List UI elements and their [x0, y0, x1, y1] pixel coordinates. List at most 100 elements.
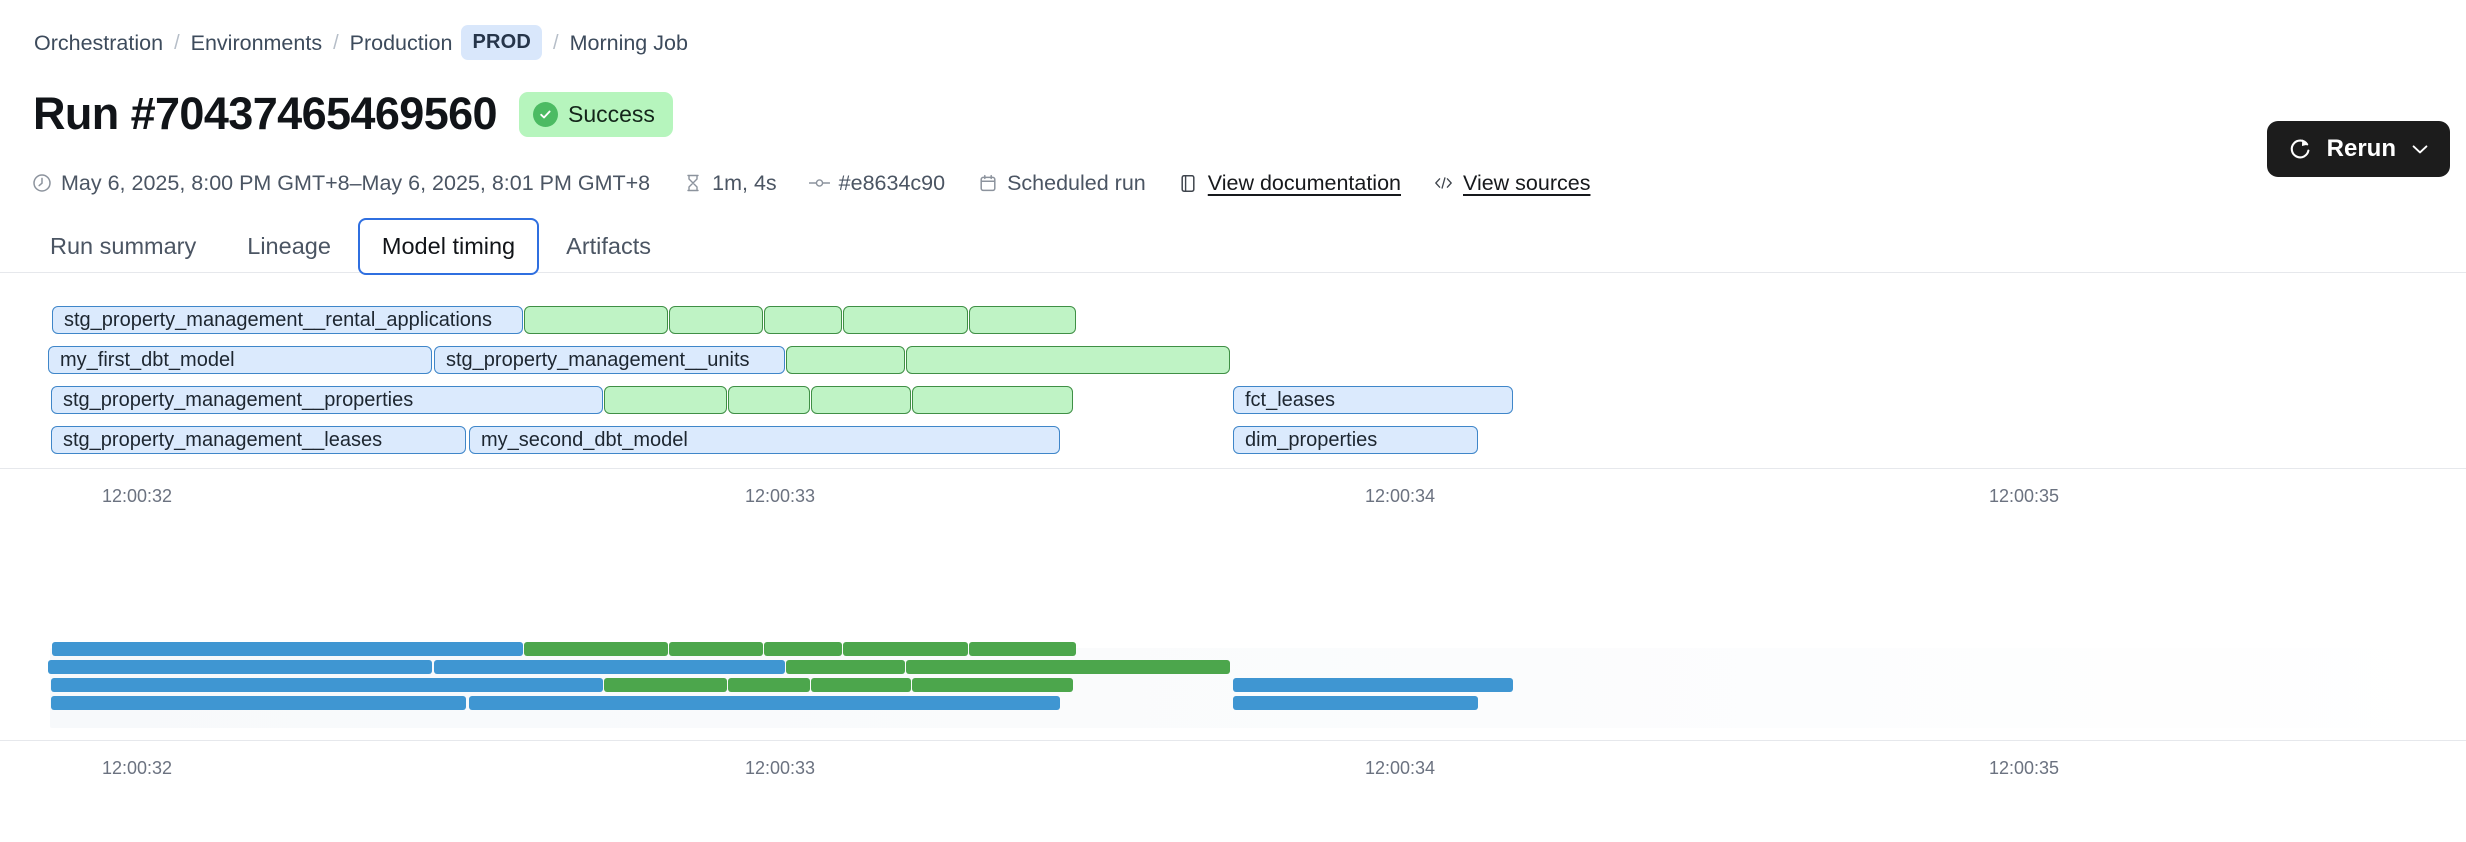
rerun-button-label: Rerun [2326, 135, 2396, 162]
axis-tick-label: 12:00:35 [1988, 758, 2060, 778]
view-documentation-link[interactable]: View documentation [1207, 171, 1401, 195]
axis-tick-label: 12:00:32 [101, 758, 173, 778]
overview-bar-test[interactable] [969, 642, 1076, 656]
axis-tick-label: 12:00:33 [744, 486, 816, 506]
gantt-bar-test[interactable] [811, 386, 911, 414]
status-badge: Success [518, 91, 673, 137]
overview-bar-model[interactable] [1233, 678, 1513, 692]
gantt-bar-label: stg_property_management__rental_applicat… [64, 309, 493, 331]
meta-commit: #e8634c90 [808, 170, 946, 196]
gantt-bar-label: my_first_dbt_model [60, 349, 235, 371]
gantt-row: stg_property_management__rental_applicat… [0, 300, 2466, 340]
gantt-row: stg_property_management__properties fct_l… [0, 380, 2466, 420]
gantt-bar-model[interactable]: stg_property_management__leases [51, 426, 466, 454]
run-metadata: May 6, 2025, 8:00 PM GMT+8–May 6, 2025, … [31, 170, 1590, 196]
meta-sources[interactable]: View sources [1433, 170, 1590, 196]
breadcrumb-item-environments[interactable]: Environments [190, 30, 323, 55]
tab-run-summary[interactable]: Run summary [50, 233, 197, 259]
tab-bar: Run summary Lineage Model timing Artifac… [26, 218, 675, 275]
meta-duration-label: 1m, 4s [712, 171, 777, 195]
gantt-overview-row [0, 676, 2466, 694]
gantt-overview-row [0, 658, 2466, 676]
gantt-overview-row [0, 640, 2466, 658]
meta-commit-label: #e8634c90 [838, 171, 946, 195]
clock-icon [31, 173, 52, 194]
tab-artifacts[interactable]: Artifacts [566, 233, 652, 259]
overview-bar-test[interactable] [906, 660, 1230, 674]
gantt-bar-test[interactable] [669, 306, 763, 334]
gantt-bar-model[interactable]: stg_property_management__units [434, 346, 785, 374]
gantt-bar-model[interactable]: my_second_dbt_model [469, 426, 1060, 454]
overview-bar-model[interactable] [1233, 696, 1478, 710]
gantt-bar-test[interactable] [728, 386, 810, 414]
overview-bar-test[interactable] [604, 678, 727, 692]
gantt-bar-test[interactable] [764, 306, 842, 334]
gantt-bar-test[interactable] [843, 306, 968, 334]
gantt-bar-test[interactable] [906, 346, 1230, 374]
axis-tick-label: 12:00:35 [1988, 486, 2060, 506]
overview-bar-model[interactable] [51, 696, 466, 710]
rerun-button[interactable]: Rerun [2266, 121, 2450, 177]
overview-bar-model[interactable] [51, 678, 603, 692]
gantt-bar-label: fct_leases [1245, 389, 1336, 411]
page-title: Run #70437465469560 [33, 88, 498, 139]
overview-bar-model[interactable] [434, 660, 785, 674]
tab-model-timing[interactable]: Model timing [357, 218, 540, 275]
tab-lineage[interactable]: Lineage [247, 233, 331, 259]
view-sources-link[interactable]: View sources [1463, 171, 1591, 195]
git-commit-icon [808, 173, 830, 194]
gantt-bar-label: stg_property_management__units [446, 349, 750, 371]
gantt-bar-model[interactable]: dim_properties [1233, 426, 1478, 454]
breadcrumb-separator: / [174, 31, 180, 54]
meta-trigger-label: Scheduled run [1007, 171, 1146, 195]
overview-bar-model[interactable] [469, 696, 1060, 710]
gantt-bar-test[interactable] [786, 346, 905, 374]
gantt-overview-axis-line [0, 740, 2466, 741]
gantt-bar-test[interactable] [969, 306, 1076, 334]
meta-timerange: May 6, 2025, 8:00 PM GMT+8–May 6, 2025, … [31, 170, 650, 196]
gantt-bar-label: my_second_dbt_model [481, 429, 688, 451]
gantt-overview-row [0, 694, 2466, 712]
overview-bar-test[interactable] [669, 642, 763, 656]
gantt-detail-chart: stg_property_management__rental_applicat… [0, 300, 2466, 506]
gantt-bar-test[interactable] [604, 386, 727, 414]
book-icon [1178, 173, 1199, 194]
gantt-bar-label: stg_property_management__properties [63, 389, 414, 411]
breadcrumb-item-morning-job[interactable]: Morning Job [569, 30, 688, 55]
tabs-divider [0, 272, 2466, 273]
axis-tick-label: 12:00:32 [101, 486, 173, 506]
breadcrumb-item-production[interactable]: Production [349, 30, 453, 55]
overview-bar-test[interactable] [728, 678, 810, 692]
overview-bar-test[interactable] [524, 642, 668, 656]
axis-tick-label: 12:00:34 [1364, 486, 1436, 506]
chevron-down-icon[interactable] [2410, 142, 2430, 156]
breadcrumb-badge-prod[interactable]: PROD [461, 25, 543, 60]
status-badge-label: Success [567, 100, 655, 127]
hourglass-icon [682, 173, 703, 194]
gantt-bar-test[interactable] [524, 306, 668, 334]
gantt-detail-axis-line [0, 468, 2466, 469]
meta-duration: 1m, 4s [682, 170, 777, 196]
check-circle-icon [532, 101, 558, 127]
meta-timerange-label: May 6, 2025, 8:00 PM GMT+8–May 6, 2025, … [61, 171, 651, 195]
meta-documentation[interactable]: View documentation [1178, 170, 1401, 196]
breadcrumb-item-orchestration[interactable]: Orchestration [34, 30, 164, 55]
calendar-icon [977, 173, 998, 194]
overview-bar-test[interactable] [811, 678, 911, 692]
overview-bar-model[interactable] [52, 642, 523, 656]
overview-bar-test[interactable] [764, 642, 842, 656]
gantt-bar-model[interactable]: stg_property_management__properties [51, 386, 603, 414]
overview-bar-test[interactable] [843, 642, 968, 656]
gantt-bar-model[interactable]: stg_property_management__rental_applicat… [52, 306, 523, 334]
gantt-bar-test[interactable] [912, 386, 1073, 414]
breadcrumb: Orchestration / Environments / Productio… [34, 25, 688, 60]
overview-bar-test[interactable] [912, 678, 1073, 692]
overview-bar-test[interactable] [786, 660, 905, 674]
gantt-bar-model[interactable]: my_first_dbt_model [48, 346, 432, 374]
overview-bar-model[interactable] [48, 660, 432, 674]
refresh-icon [2287, 136, 2313, 162]
gantt-row: my_first_dbt_model stg_property_managemen… [0, 340, 2466, 380]
gantt-bar-model[interactable]: fct_leases [1233, 386, 1513, 414]
